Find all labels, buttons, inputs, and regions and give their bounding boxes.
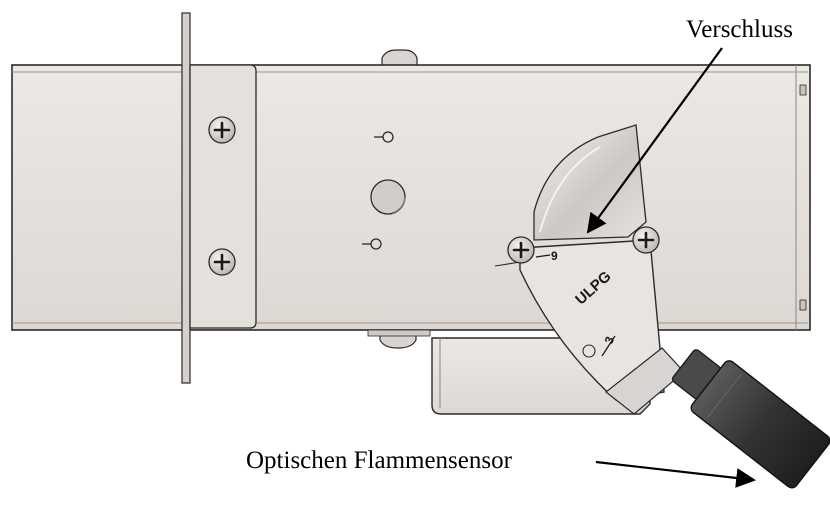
phillips-screw-icon — [208, 248, 236, 276]
housing — [11, 64, 811, 331]
shutter-blade — [533, 124, 647, 241]
sensor-callout-arrow — [595, 460, 756, 488]
flange-plate — [181, 12, 257, 384]
shutter-callout-arrow — [586, 47, 723, 234]
phillips-screw-icon — [507, 236, 535, 264]
top-stud — [381, 49, 418, 69]
bottom-stud — [367, 329, 431, 349]
keyhole-slot-icon — [362, 238, 382, 250]
flame-sensor-callout-label: Optischen Flammensensor — [246, 447, 512, 474]
phillips-screw-icon — [632, 226, 660, 254]
scale-mark-high: 9 — [551, 249, 558, 263]
sight-port — [370, 179, 406, 215]
scale-mark-low: 3 — [602, 334, 618, 346]
shutter-callout-label: Verschluss — [686, 16, 793, 43]
phillips-screw-icon — [208, 116, 236, 144]
flame-sensor — [605, 347, 830, 489]
shutter-dial-plate: ULPG 9 3 — [494, 239, 665, 401]
keyhole-slot-icon — [374, 131, 394, 143]
